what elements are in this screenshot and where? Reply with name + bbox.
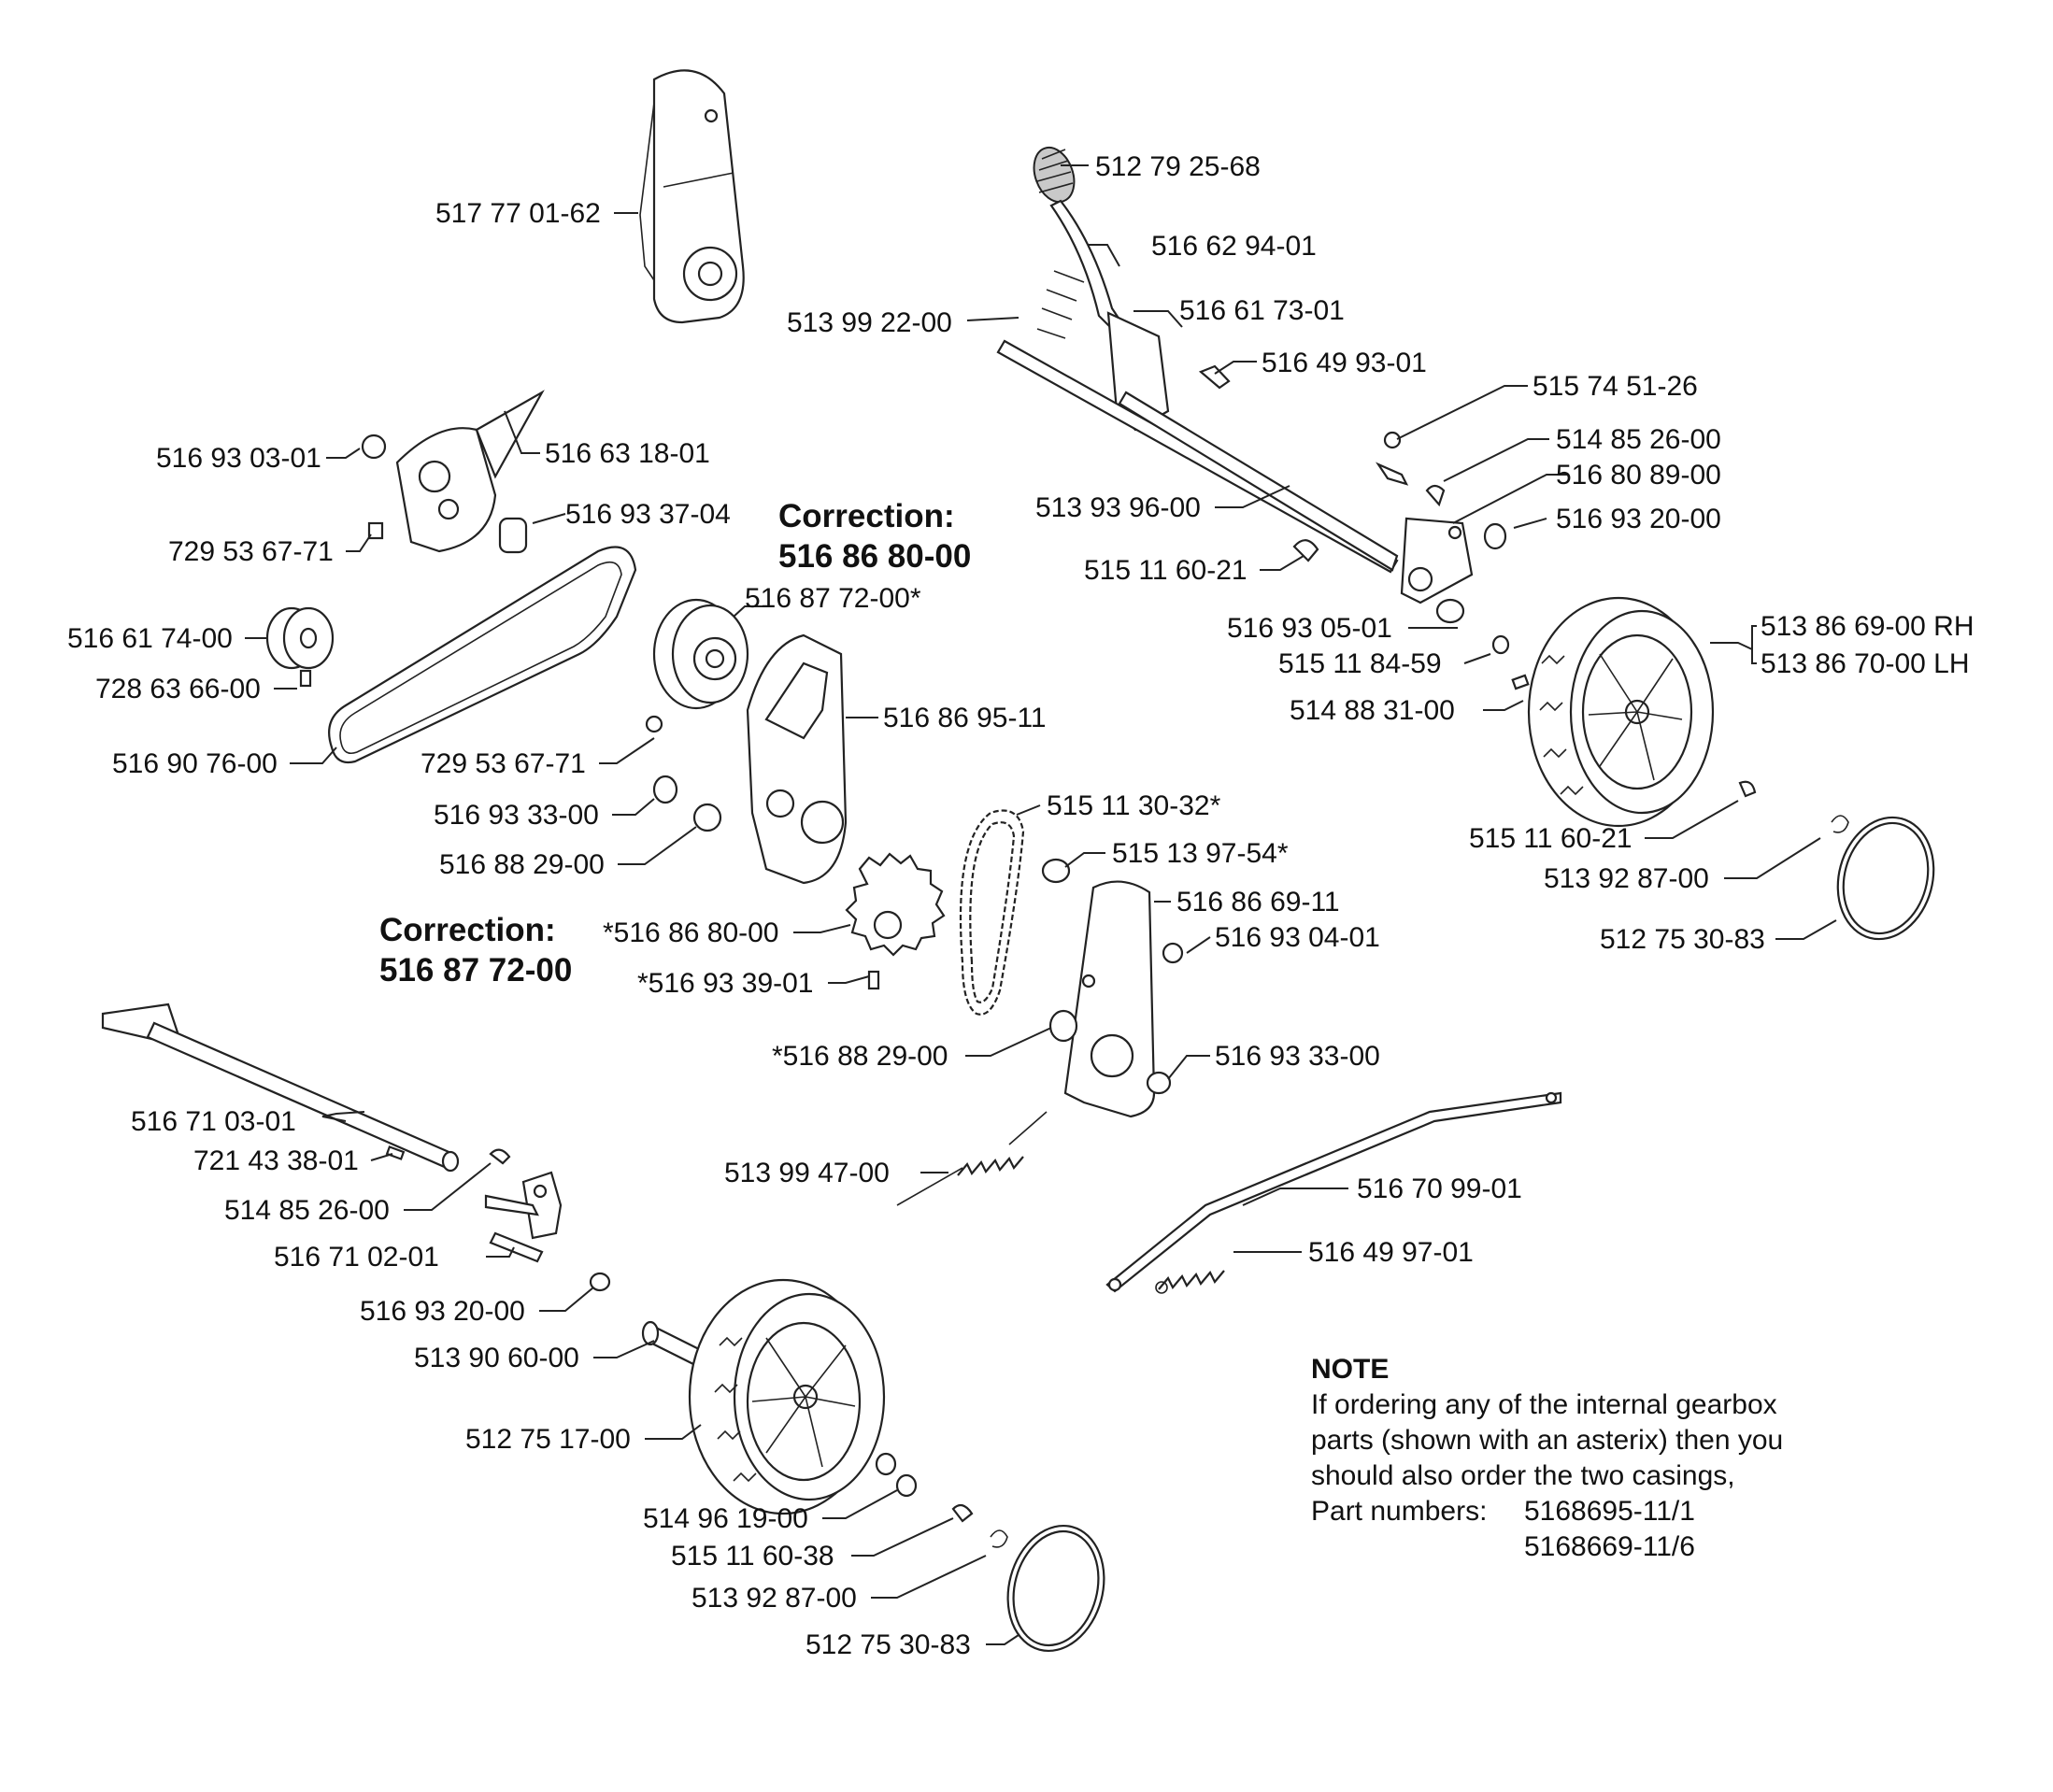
- part-label: 512 75 30-83: [806, 1629, 971, 1660]
- part-label: 512 79 25-68: [1095, 151, 1261, 182]
- part-label: 513 93 96-00: [1035, 492, 1201, 523]
- correction-title: Correction:: [778, 498, 955, 534]
- part-label: 513 92 87-00: [1544, 863, 1709, 894]
- part-label: 516 61 74-00: [67, 623, 233, 654]
- rear-bracket-drawing: [484, 1171, 611, 1292]
- part-label: 516 70 99-01: [1357, 1173, 1522, 1204]
- part-label: *516 86 80-00: [603, 917, 779, 948]
- part-label: 514 96 19-00: [643, 1503, 808, 1534]
- part-label: 515 13 97-54*: [1112, 838, 1289, 869]
- left-washers-drawing: [875, 1452, 974, 1523]
- note-part-numbers: 5168669-11/6: [1311, 1529, 1872, 1565]
- part-label: 516 62 94-01: [1151, 231, 1317, 262]
- drive-belt-drawing: [328, 546, 637, 764]
- left-hubcap-drawing: [990, 1524, 1105, 1653]
- part-label: 513 86 70-00 LH: [1761, 648, 1970, 679]
- note-part-numbers-label: Part numbers:: [1311, 1496, 1488, 1527]
- clutch-pulley-drawing: [652, 598, 749, 710]
- handle-lever-drawing: [1033, 146, 1170, 432]
- part-label: 513 92 87-00: [691, 1583, 857, 1614]
- belt-cover-drawing: [639, 69, 745, 324]
- part-label: 728 63 66-00: [95, 674, 261, 704]
- part-label: 516 93 20-00: [1556, 504, 1721, 534]
- main-axle-drawing: [996, 339, 1474, 604]
- correction-title: Correction:: [379, 912, 556, 948]
- part-label: 512 75 30-83: [1600, 924, 1765, 955]
- part-label: 516 93 20-00: [360, 1296, 525, 1327]
- correction-notes: Correction: 516 86 80-00 Correction: 516…: [379, 498, 971, 988]
- part-label: 513 86 69-00 RH: [1761, 611, 1975, 642]
- part-label: 512 75 17-00: [465, 1424, 631, 1455]
- part-label: 513 90 60-00: [414, 1343, 579, 1373]
- note-part-number: 5168669-11/6: [1524, 1531, 1695, 1562]
- part-label: 515 74 51-26: [1533, 371, 1698, 402]
- part-label: 514 85 26-00: [1556, 424, 1721, 455]
- right-wheel-drawing: [1527, 596, 1757, 828]
- part-label: 516 93 05-01: [1227, 613, 1392, 644]
- right-hubcap-drawing: [1831, 815, 1935, 941]
- part-label: 515 11 60-21: [1469, 823, 1632, 854]
- note-line: parts (shown with an asterix) then you: [1311, 1425, 1784, 1456]
- part-label: 516 80 89-00: [1556, 460, 1721, 491]
- part-label: 729 53 67-71: [421, 748, 586, 779]
- spacer: [1311, 1529, 1524, 1565]
- height-rod-drawing: [1105, 1091, 1562, 1294]
- chain-drawing: [959, 809, 1025, 1016]
- part-label: *516 93 39-01: [637, 968, 814, 999]
- part-label: 516 93 37-04: [565, 499, 731, 530]
- part-label: 517 77 01-62: [435, 198, 601, 229]
- part-label: 729 53 67-71: [168, 536, 334, 567]
- left-wheel-drawing: [688, 1278, 886, 1515]
- part-label: 515 11 30-32*: [1047, 790, 1221, 821]
- part-label: 516 63 18-01: [545, 438, 710, 469]
- part-label: 515 11 60-38: [671, 1541, 834, 1572]
- note-line: If ordering any of the internal gearbox: [1311, 1389, 1777, 1420]
- part-label: 516 93 03-01: [156, 443, 321, 474]
- part-label: 513 99 22-00: [787, 307, 952, 338]
- axle-small-parts-drawing: [1198, 364, 1530, 690]
- sprocket-drawing: [845, 852, 946, 990]
- part-label: 721 43 38-01: [193, 1145, 359, 1176]
- part-label: 516 93 33-00: [434, 800, 599, 831]
- pulley-drawing: [265, 606, 335, 688]
- part-label: 516 88 29-00: [439, 849, 605, 880]
- note-line: should also order the two casings,: [1311, 1460, 1735, 1491]
- part-label: 516 86 69-11: [1176, 887, 1340, 917]
- part-label: 516 90 76-00: [112, 748, 278, 779]
- part-label: 516 93 33-00: [1215, 1041, 1380, 1072]
- part-label: *516 88 29-00: [772, 1041, 948, 1072]
- second-casing-drawing: [1041, 858, 1184, 1118]
- part-label: 516 49 97-01: [1308, 1237, 1474, 1268]
- part-label: 516 86 95-11: [883, 703, 1047, 733]
- part-label: 516 49 93-01: [1262, 348, 1427, 378]
- part-labels: 517 77 01-62 512 79 25-68 516 62 94-01 5…: [67, 151, 1975, 1660]
- part-label: 513 99 47-00: [724, 1158, 890, 1188]
- note-title: NOTE: [1311, 1354, 1390, 1385]
- spring-drawing: [896, 1111, 1048, 1206]
- rear-axle-drawing: [101, 1003, 511, 1173]
- part-label: 515 11 60-21: [1084, 555, 1247, 586]
- gearbox-casing-drawing: [645, 633, 848, 885]
- correction-number: 516 87 72-00: [379, 952, 572, 988]
- bracket-drawing: [361, 390, 545, 554]
- ordering-note: NOTE If ordering any of the internal gea…: [1311, 1352, 1872, 1565]
- correction-number: 516 86 80-00: [778, 538, 971, 575]
- note-part-number: 5168695-11/1: [1524, 1496, 1695, 1527]
- part-label: 516 71 02-01: [274, 1242, 439, 1273]
- part-label: 516 87 72-00*: [745, 583, 921, 614]
- part-label: 515 11 84-59: [1278, 648, 1442, 679]
- leader-lines: [245, 164, 1837, 1645]
- note-part-numbers: Part numbers: 5168695-11/1: [1311, 1494, 1872, 1529]
- part-label: 516 61 73-01: [1179, 295, 1345, 326]
- part-label: 516 71 03-01: [131, 1106, 296, 1137]
- part-label: 516 93 04-01: [1215, 922, 1380, 953]
- part-label: 514 88 31-00: [1290, 695, 1455, 726]
- part-label: 514 85 26-00: [224, 1195, 390, 1226]
